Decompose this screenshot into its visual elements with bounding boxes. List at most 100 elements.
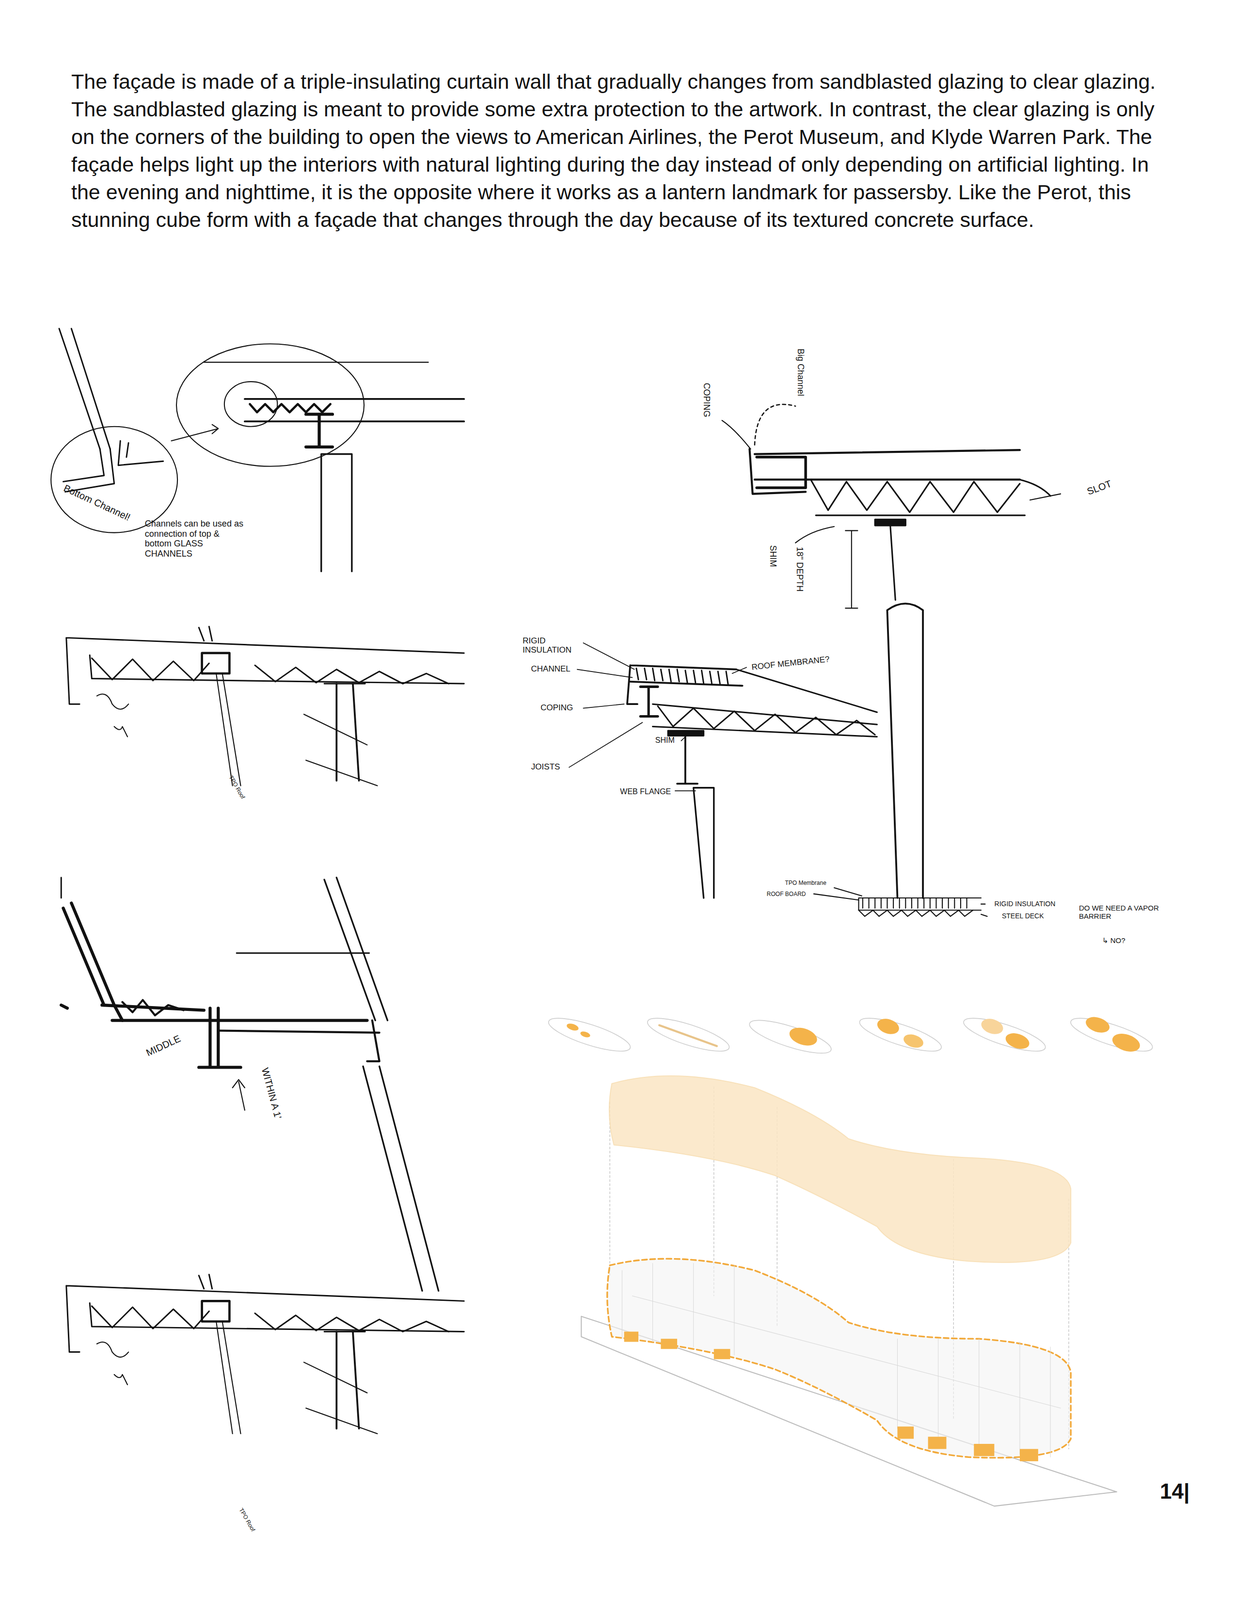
sketch-stroke (89, 654, 464, 684)
sketch-stroke (609, 1075, 1071, 1263)
body-paragraph: The façade is made of a triple-insulatin… (71, 67, 1182, 234)
sketch-stroke (545, 1011, 634, 1058)
sketch-stroke (897, 1426, 914, 1439)
truss-sketch (66, 626, 465, 786)
sketch-stroke (324, 877, 388, 1021)
sketch-stroke (902, 1031, 926, 1050)
sketch-stroke (232, 1079, 245, 1110)
sketch-stroke (815, 479, 1051, 516)
sketch-annotation: DO WE NEED A VAPOR BARRIER (1078, 903, 1171, 921)
sketch-annotation: COPING (540, 702, 573, 713)
sketch-stroke (216, 673, 241, 786)
truss-sketch-copy (66, 1274, 465, 1434)
roof-section-sketch (569, 642, 877, 898)
sketch-stroke (569, 642, 747, 791)
sketch-stroke (324, 682, 365, 685)
sketch-stroke (787, 1024, 820, 1049)
sketch-stroke (1003, 1030, 1032, 1052)
sketch-stroke (202, 652, 230, 674)
sketch-stroke (1109, 1030, 1142, 1055)
sketch-stroke (244, 398, 464, 422)
sketch-stroke (363, 1065, 439, 1291)
sketch-stroke (667, 730, 704, 736)
sketch-annotation: COPING (701, 382, 713, 417)
sketch-stroke (644, 1011, 733, 1058)
sketch-stroke (1019, 1448, 1039, 1461)
sketch-stroke (856, 1010, 945, 1058)
sketch-stroke (874, 519, 906, 526)
sketch-stroke (660, 1338, 678, 1349)
roof-layer-detail (813, 887, 988, 917)
sketch-stroke (63, 903, 123, 1021)
sketch-stroke (91, 657, 449, 684)
sketch-annotation: Big Channel (795, 348, 806, 397)
sketch-annotation: JOISTS (531, 761, 561, 772)
sketch-stroke (754, 404, 796, 445)
axonometric-diagram (581, 1075, 1117, 1506)
sketch-stroke (632, 1295, 1061, 1409)
sketch-stroke (624, 1331, 1039, 1461)
sketch-annotation: SHIM (655, 735, 675, 745)
sketch-annotation: TPO Membrane (784, 879, 826, 887)
sketch-stroke (795, 526, 835, 543)
sketch-annotation: TPO Roof (227, 774, 247, 801)
sketch-stroke (198, 1007, 241, 1067)
sketch-stroke (749, 448, 1020, 494)
sketch-stroke (693, 787, 714, 898)
sketch-stroke (746, 1013, 835, 1060)
sketch-annotation: 18" DEPTH (794, 546, 805, 592)
sketch-stroke (677, 735, 698, 784)
sketch-stroke (101, 1004, 367, 1021)
sketch-stroke (713, 1348, 731, 1359)
sequence-thumbnails (545, 1009, 1157, 1060)
sketch-stroke (652, 703, 878, 737)
sketch-annotation: ROOF MEMBRANE? (750, 653, 830, 672)
sketch-stroke (1030, 493, 1061, 501)
sketch-annotation: STEEL DECK (1001, 911, 1045, 920)
sketch-stroke (204, 361, 429, 363)
sketch-stroke (66, 637, 465, 704)
sketch-stroke (545, 1011, 634, 1058)
sketch-stroke (862, 897, 967, 908)
sketch-stroke (810, 479, 1020, 512)
coping-sketch (722, 404, 1062, 898)
sketch-annotation: Channels can be used as connection of to… (144, 518, 247, 559)
sketch-stroke (858, 897, 982, 910)
sketch-annotation: SLOT (1085, 477, 1114, 497)
sketch-stroke (621, 1262, 1051, 1457)
sketch-stroke (565, 1021, 580, 1032)
sketch-stroke (96, 694, 129, 710)
sketch-annotation: RIGID INSULATION (522, 635, 579, 655)
sketch-stroke (624, 1331, 639, 1342)
sketch-stroke (621, 1262, 1061, 1457)
sketch-stroke (813, 887, 988, 917)
sketch-annotation: ROOF BOARD (766, 890, 807, 898)
sketch-stroke (858, 909, 974, 917)
sketch-stroke (249, 403, 331, 412)
sketch-stroke (979, 1015, 1005, 1037)
sketch-stroke (1083, 1014, 1112, 1036)
sketch-stroke (59, 328, 111, 449)
sketch-stroke (198, 626, 212, 641)
sketch-stroke (1067, 1011, 1156, 1058)
sketch-stroke (960, 1010, 1049, 1058)
sketch-stroke (856, 1011, 945, 1058)
sketch-stroke (122, 999, 184, 1016)
sketch-stroke (118, 440, 164, 466)
sketch-stroke (579, 1030, 591, 1039)
sketch-annotation: WITHIN A 1' (259, 1066, 284, 1121)
sketch-stroke (845, 530, 858, 608)
sketch-stroke (321, 454, 352, 572)
connection-sketch (61, 877, 439, 1291)
sketch-stroke (658, 1025, 718, 1046)
sketch-stroke (875, 1015, 902, 1037)
sketch-stroke (746, 1011, 835, 1060)
sketch-stroke (61, 877, 369, 953)
sketch-stroke (50, 426, 178, 533)
sketch-annotation: WEB FLANGE (619, 786, 671, 796)
sketch-stroke (890, 525, 896, 601)
sketch-stroke (756, 457, 806, 488)
sketch-annotation: MIDDLE (144, 1032, 183, 1059)
page-number: 14| (1159, 1478, 1190, 1504)
